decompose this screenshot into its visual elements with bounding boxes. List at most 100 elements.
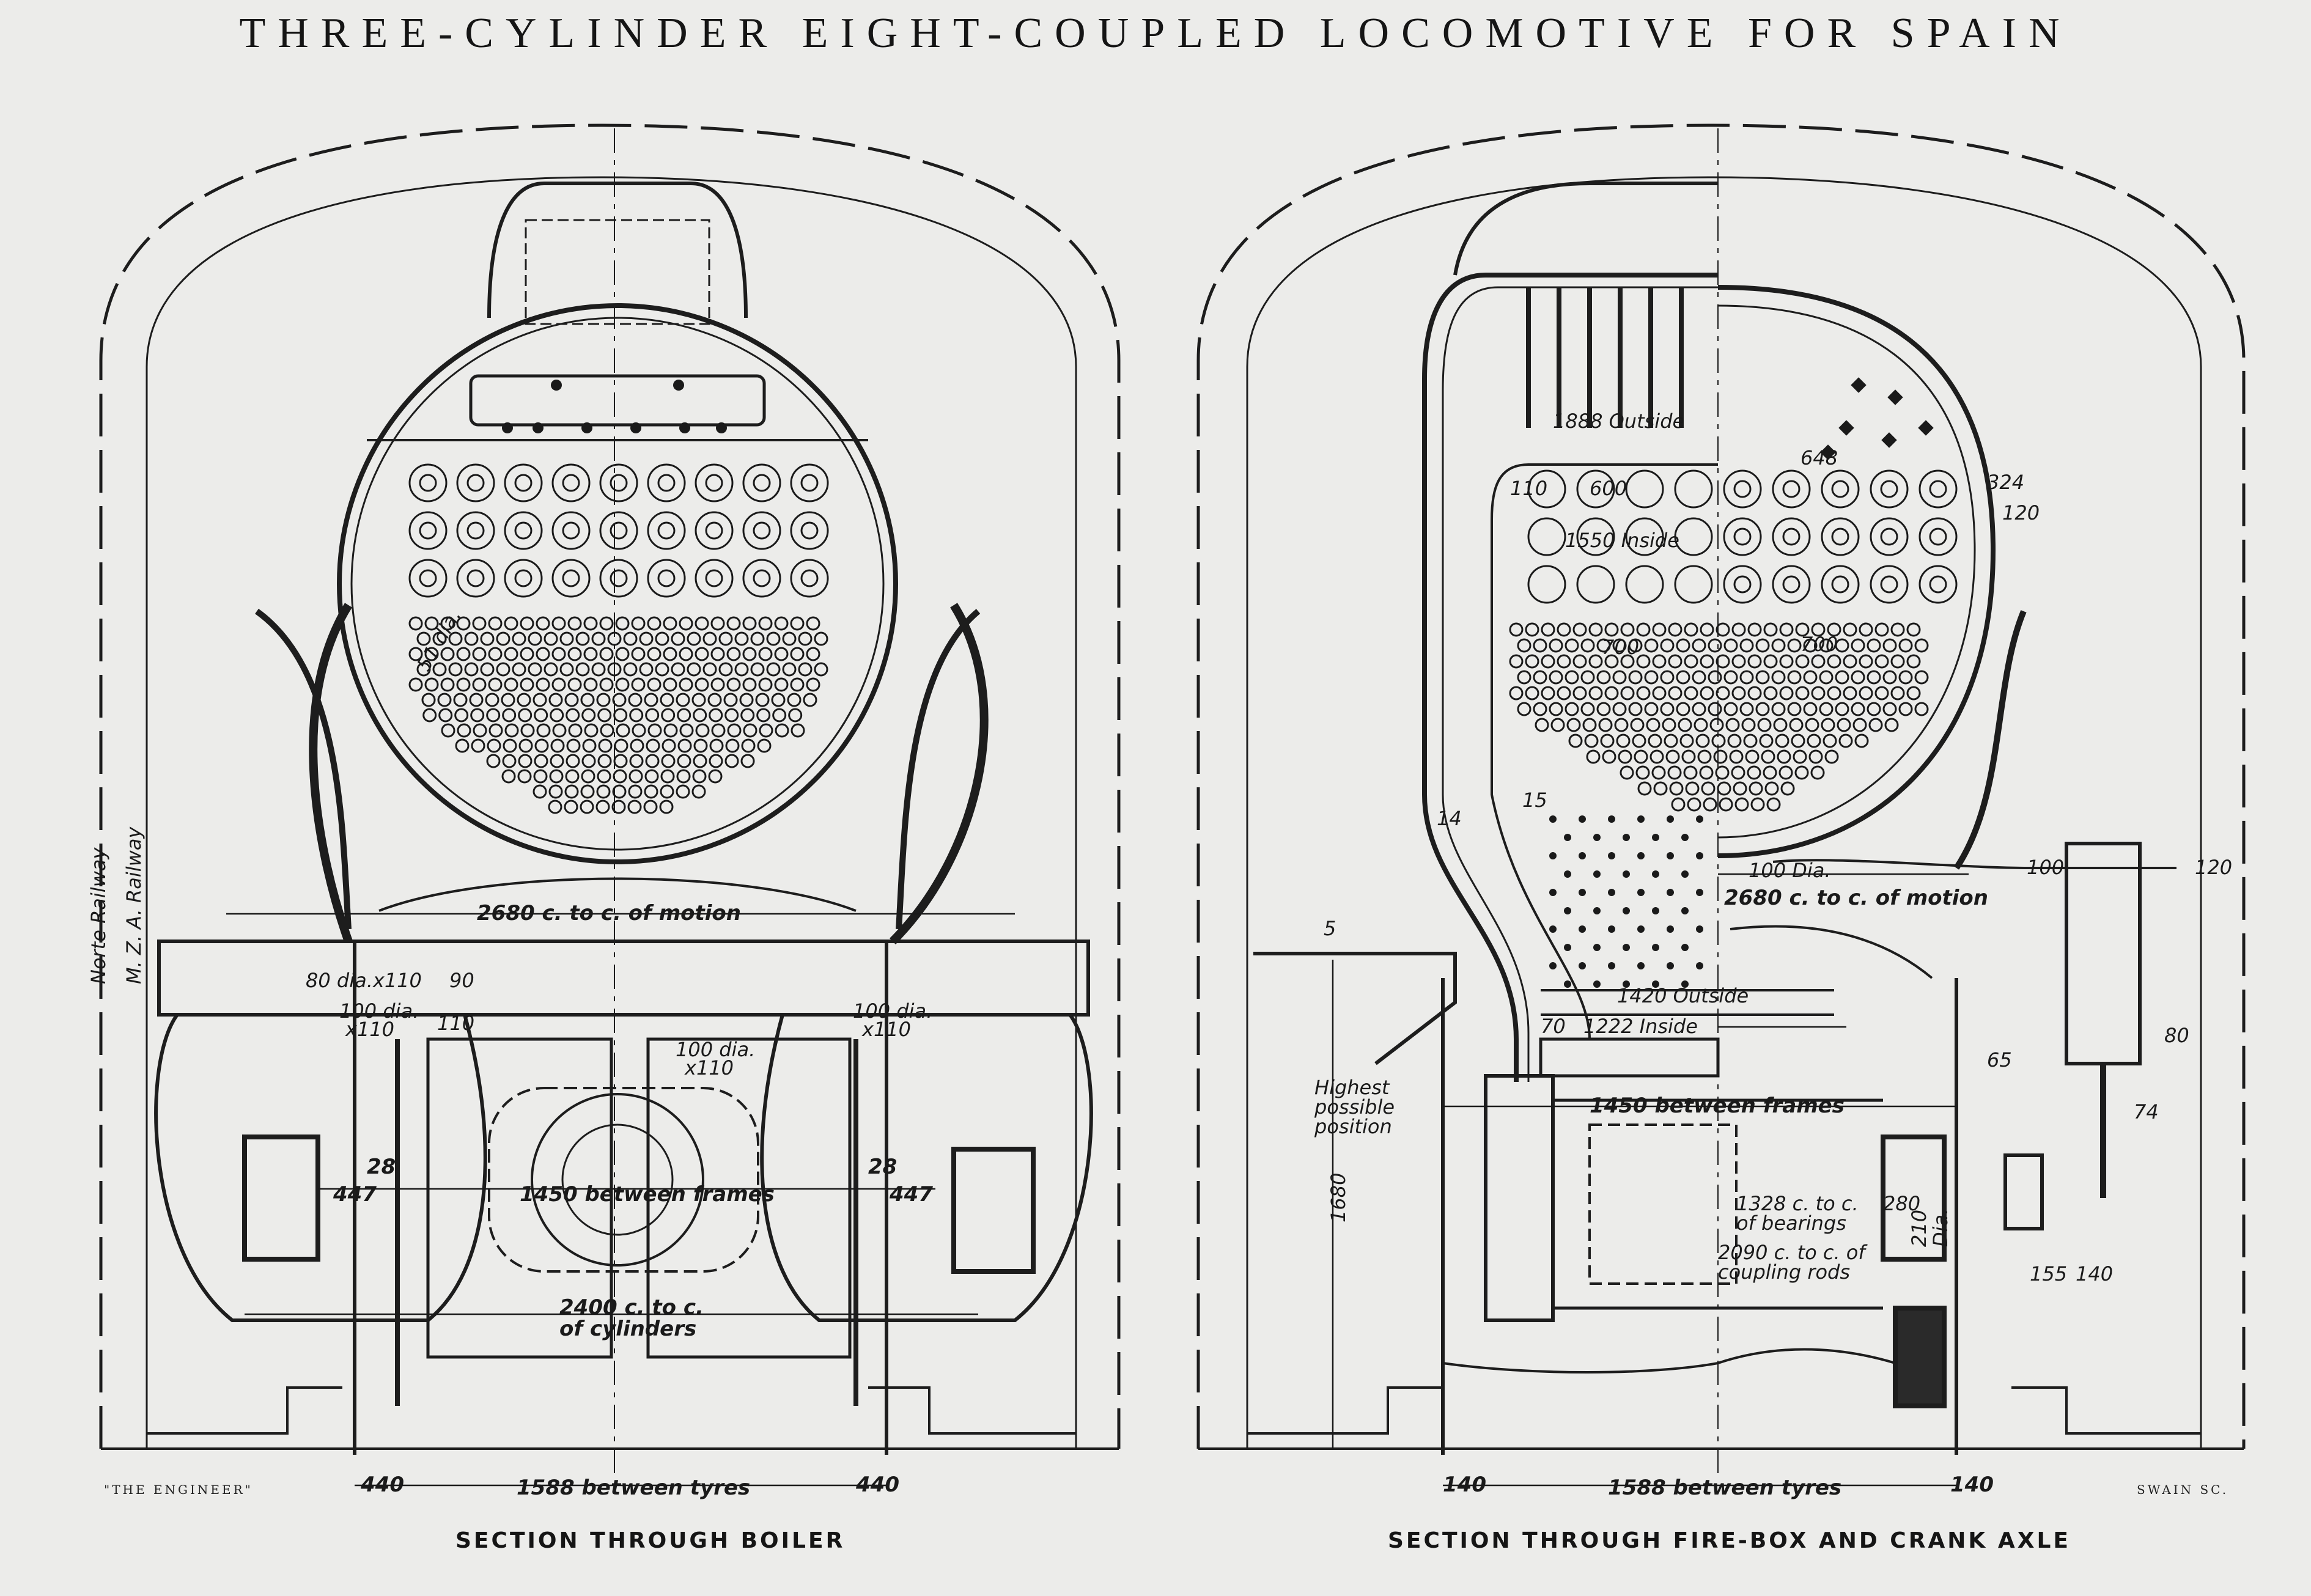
small-tube <box>756 708 771 723</box>
dim-155: 155 <box>2030 1262 2067 1285</box>
small-tube <box>724 708 739 723</box>
small-tube <box>596 784 611 799</box>
small-tube <box>679 616 693 631</box>
small-tube <box>645 754 660 768</box>
dim-100-right: 100 <box>2027 856 2064 879</box>
small-tube <box>1620 622 1635 637</box>
right-cylinder <box>646 1037 852 1359</box>
small-tube <box>440 616 455 631</box>
flue-tube <box>1625 517 1664 556</box>
small-tube <box>707 693 722 707</box>
small-tube <box>486 708 501 723</box>
small-tube <box>416 631 431 646</box>
small-tube <box>471 738 485 753</box>
small-tube <box>1525 654 1539 669</box>
superheater-element <box>800 569 819 587</box>
stay-bolt <box>1608 889 1615 896</box>
rivet <box>551 380 562 391</box>
dim-110: 110 <box>437 1012 474 1035</box>
small-tube <box>1700 622 1714 637</box>
small-tube <box>1867 702 1881 716</box>
flue-tube <box>1527 469 1566 509</box>
dim-120-right: 120 <box>2195 856 2232 879</box>
stay-diamond <box>1838 420 1854 436</box>
credit-engraver: SWAIN SC. <box>2137 1482 2229 1497</box>
label-possible: possible <box>1314 1095 1395 1119</box>
flue-tube <box>456 559 495 598</box>
small-tube <box>501 693 515 707</box>
small-tube <box>639 631 654 646</box>
flue-tube <box>1821 565 1860 604</box>
small-tube <box>1635 765 1650 780</box>
small-tube <box>1588 686 1603 701</box>
flue-tube <box>1772 469 1811 509</box>
small-tube <box>1700 654 1714 669</box>
small-tube <box>1541 686 1555 701</box>
small-tube <box>708 769 723 784</box>
small-tube <box>472 616 487 631</box>
small-tube <box>464 662 479 677</box>
small-tube <box>566 738 581 753</box>
small-tube <box>1596 638 1611 653</box>
small-tube <box>1795 622 1810 637</box>
small-tube <box>597 708 612 723</box>
small-tube <box>734 631 749 646</box>
small-tube <box>1755 702 1770 716</box>
stay-bolt <box>1593 944 1601 951</box>
small-tube <box>1572 686 1587 701</box>
small-tube <box>1824 749 1839 764</box>
flue-tube <box>456 511 495 550</box>
small-tube <box>480 662 495 677</box>
firebox-wrapper <box>1717 285 1996 858</box>
small-tube <box>663 647 677 661</box>
small-tube <box>549 769 564 784</box>
small-tube <box>691 784 706 799</box>
stay-bolt <box>1637 925 1645 933</box>
small-tube <box>512 662 526 677</box>
superheater-element <box>657 474 676 492</box>
small-tube <box>1843 654 1857 669</box>
small-tube <box>536 677 550 692</box>
stay-bolt <box>1593 980 1601 988</box>
small-tube <box>1859 654 1873 669</box>
flue-tube <box>790 559 829 598</box>
small-tube <box>1716 654 1730 669</box>
small-tube <box>1719 797 1733 812</box>
small-tube <box>644 693 658 707</box>
small-tube <box>679 677 693 692</box>
stay-bolt <box>1681 834 1689 841</box>
small-tube <box>1692 702 1706 716</box>
small-tube <box>455 738 470 753</box>
stay-bolt <box>1681 907 1689 914</box>
small-tube <box>647 647 662 661</box>
small-tube <box>1525 686 1539 701</box>
small-tube <box>1868 718 1883 732</box>
small-tube <box>1884 718 1899 732</box>
small-tube <box>1739 670 1754 685</box>
stay-bolt <box>1667 852 1674 859</box>
small-tube <box>1708 702 1722 716</box>
small-tube <box>1628 638 1643 653</box>
dim-700-b: 700 <box>1801 633 1838 656</box>
flue-tube <box>408 559 448 598</box>
small-tube <box>655 662 669 677</box>
small-tube <box>1614 718 1629 732</box>
stay-bolt <box>1608 815 1615 823</box>
small-tube <box>1557 686 1571 701</box>
small-tube <box>1660 702 1675 716</box>
small-tube <box>1803 702 1818 716</box>
small-tube <box>552 723 567 738</box>
small-tube <box>1890 622 1905 637</box>
small-tube <box>1859 686 1873 701</box>
small-tube <box>533 769 548 784</box>
small-tube <box>1867 638 1881 653</box>
small-tube <box>709 708 723 723</box>
small-tube <box>1632 734 1646 748</box>
small-tube <box>629 708 644 723</box>
stay-diamond <box>1887 389 1903 405</box>
stay-bolt <box>1681 870 1689 878</box>
small-tube <box>1739 702 1754 716</box>
small-tube <box>647 616 662 631</box>
small-tube <box>1634 749 1648 764</box>
